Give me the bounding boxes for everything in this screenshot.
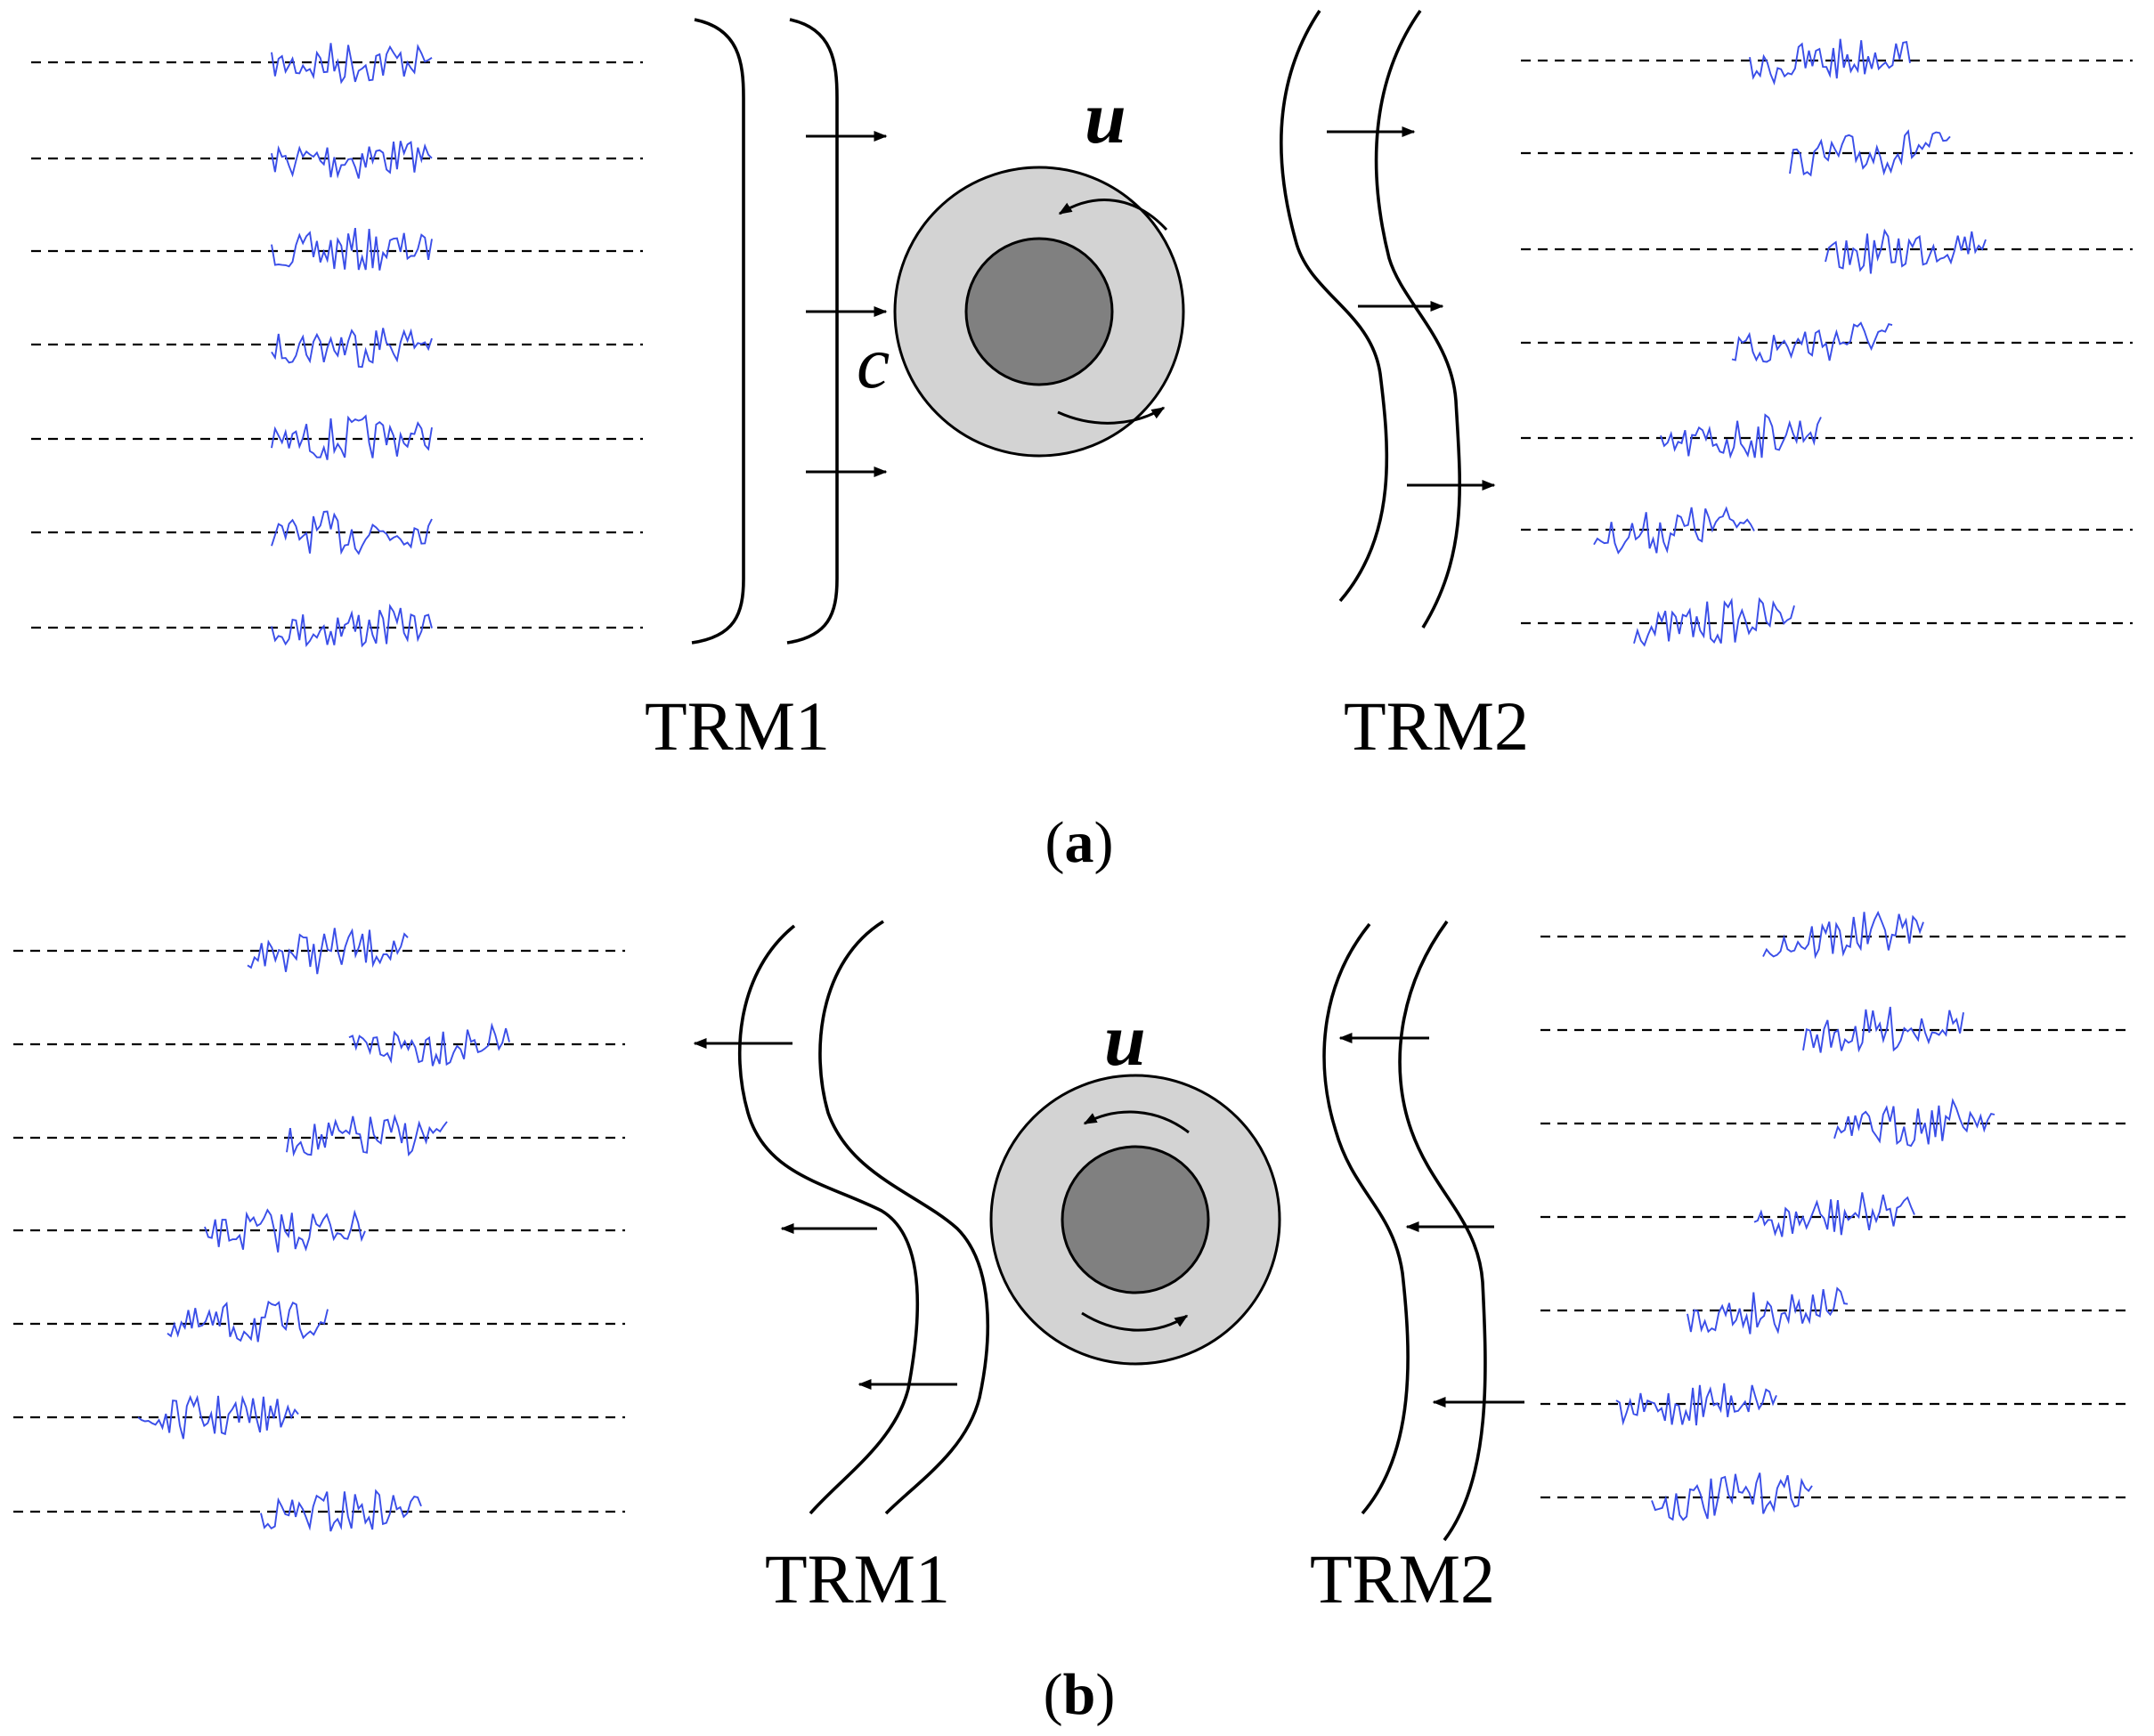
signal-trace [1789,129,1951,177]
signal-trace [271,43,433,85]
panel-b-curved-arrow-icon [1081,1311,1189,1332]
signal-trace [1833,1097,1995,1148]
signal-trace [1593,506,1755,555]
panel-b-trm1-wavefront-1 [737,924,920,1515]
panel-a-trm1-label: TRM1 [645,687,830,765]
signal-trace [260,1489,422,1532]
panel-a-rotation-symbol: u [1085,77,1126,159]
signal-trace [271,141,433,179]
panel-b-trm2-wavefront-1 [1322,922,1410,1515]
panel-a-trm1-wavefront-1 [691,18,745,645]
panel-b-caption: (b) [1044,1662,1116,1727]
panel-a: c u TRM1 TRM2 (a) [31,9,2133,875]
panel-a-trm2-wavefront-1 [1279,10,1389,603]
signal-trace [1753,1192,1915,1237]
signal-trace [1731,321,1893,363]
panel-a-inner-core [964,237,1114,386]
panel-b-curved-arrow-icon [1083,1110,1190,1134]
signal-trace [348,1022,510,1067]
signal-trace [1651,1472,1813,1521]
signal-trace [1825,228,1987,274]
panel-b-right-trace-group [1540,910,2133,1521]
panel-a-curved-arrow-icon [1057,406,1166,425]
panel-a-trm2-wavefront-2 [1374,9,1462,629]
signal-trace [247,928,409,975]
signal-trace [1762,910,1924,960]
panel-a-curved-arrow-icon [1058,199,1168,231]
signal-trace [1633,596,1795,647]
signal-trace [271,603,433,648]
signal-trace [1660,413,1822,459]
panel-a-trm1-wavefront-2 [786,18,839,645]
signal-trace [271,328,433,369]
panel-a-right-trace-group [1521,38,2133,647]
panel-b: u TRM1 TRM2 (b) [13,910,2133,1727]
signal-trace [271,227,433,271]
panel-a-left-trace-group [31,43,643,648]
signal-trace [271,414,433,460]
signal-trace [286,1114,448,1157]
signal-trace [1749,38,1911,85]
panel-b-inner-core [1061,1145,1210,1294]
panel-a-trm2-label: TRM2 [1344,687,1529,765]
signal-trace [1615,1383,1777,1426]
signal-trace [1802,1006,1964,1053]
panel-b-left-trace-group [13,928,625,1532]
panel-b-trm2-label: TRM2 [1310,1540,1495,1618]
panel-b-trm1-wavefront-2 [818,920,989,1515]
panel-b-rotation-symbol: u [1104,999,1146,1082]
panel-b-trm2-wavefront-2 [1398,920,1487,1542]
panel-a-caption: (a) [1045,810,1114,875]
signal-trace [1687,1286,1849,1334]
panel-a-speed-symbol: c [857,321,890,404]
signal-trace [137,1394,299,1440]
signal-trace [204,1208,366,1253]
signal-trace [167,1300,329,1343]
signal-trace [271,510,433,556]
panel-b-trm1-label: TRM1 [765,1540,950,1618]
